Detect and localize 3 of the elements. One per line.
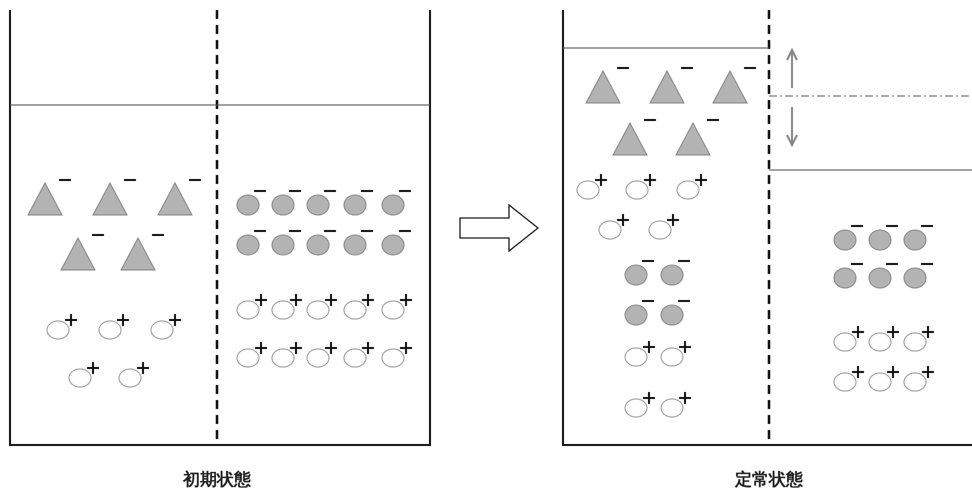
node-label: 定常状態: [735, 469, 803, 490]
block-arrow: [459, 204, 540, 252]
node-label: 初期状態: [183, 469, 251, 490]
